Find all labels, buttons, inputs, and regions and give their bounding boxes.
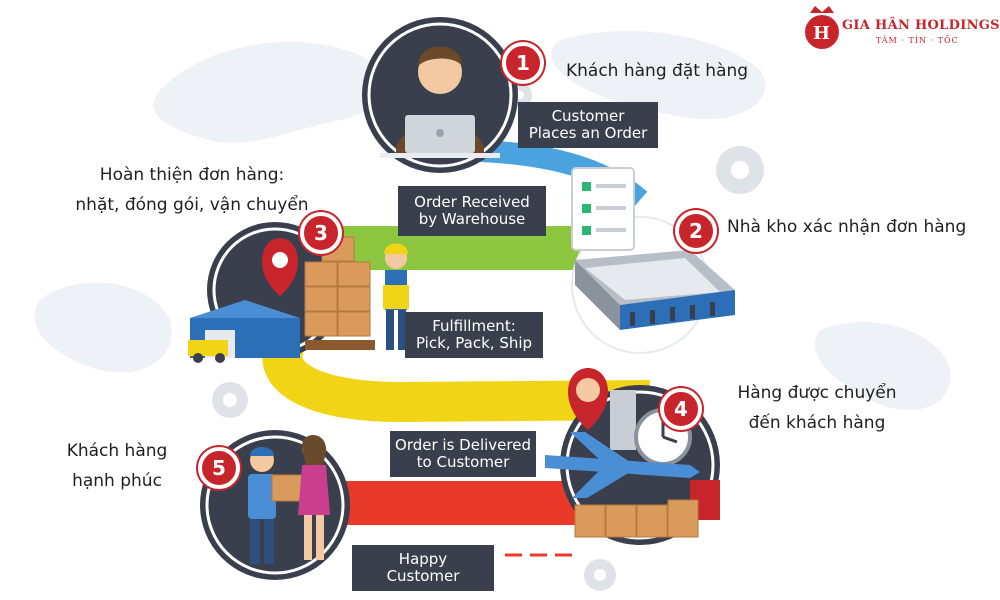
step-3-vietnamese-label: Hoàn thiện đơn hàng: nhặt, đóng gói, vận… xyxy=(75,165,309,215)
step-3-badge: 3 xyxy=(300,212,342,254)
world-map-background xyxy=(34,31,951,410)
brand-tagline: TÂM · TÍN · TỐC xyxy=(876,36,959,45)
step-1-vietnamese-label: Khách hàng đặt hàng xyxy=(566,61,749,81)
brand-logo-icon: H xyxy=(805,6,839,49)
step-1-english-label: Customer Places an Order xyxy=(518,102,658,148)
step-5-english-label: Happy Customer xyxy=(352,545,494,591)
step-4-badge: 4 xyxy=(660,388,702,430)
step-5-badge: 5 xyxy=(198,447,240,489)
svg-text:H: H xyxy=(813,23,830,44)
brand-name: GIA HÂN HOLDINGS xyxy=(842,18,1000,33)
step-2-badge: 2 xyxy=(675,210,717,252)
flow-band-yellow xyxy=(262,337,651,423)
step-4-english-label: Order is Delivered to Customer xyxy=(390,431,536,477)
step-1-badge: 1 xyxy=(502,42,544,84)
step-2-illustration xyxy=(571,167,735,354)
step-3-english-label: Fulfillment: Pick, Pack, Ship xyxy=(405,312,543,358)
step-2-vietnamese-label: Nhà kho xác nhận đơn hàng xyxy=(727,217,967,237)
step-4-vietnamese-label: Hàng được chuyển đến khách hàng xyxy=(737,383,897,433)
step-5-vietnamese-label: Khách hàng hạnh phúc xyxy=(66,441,168,491)
airplane-icon xyxy=(545,432,700,498)
step-1-illustration xyxy=(362,17,518,173)
step-2-english-label: Order Received by Warehouse xyxy=(398,186,546,236)
